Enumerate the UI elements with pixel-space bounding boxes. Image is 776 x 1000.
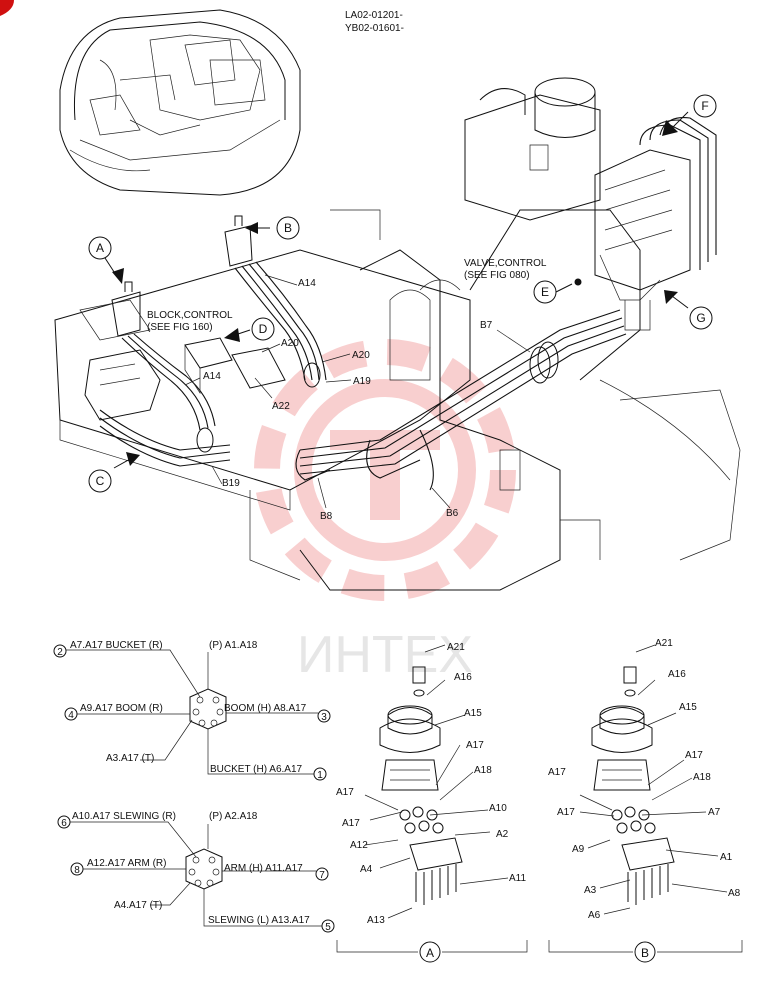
exploded-view-a [364, 644, 509, 919]
port1-bucket-h: BUCKET (H) A6.A17 [210, 764, 303, 775]
exploded-b-a17-left: A17 [548, 767, 566, 778]
exploded-b-a1: A1 [720, 852, 733, 863]
svg-text:A14: A14 [203, 371, 221, 382]
port1-bucket-r: A7.A17 BUCKET (R) [70, 640, 163, 651]
main-part-labels: A14 A14 A20 A20 A19 A22 B7 B19 B8 B6 [184, 274, 531, 522]
exploded-b-a9: A9 [572, 844, 585, 855]
svg-text:6: 6 [61, 818, 67, 829]
exploded-a-a15: A15 [464, 708, 482, 719]
exploded-view-b [579, 644, 728, 915]
callout-C: C [88, 469, 112, 493]
port1-boom-h: BOOM (H) A8.A17 [224, 703, 307, 714]
exploded-a-a17-top: A17 [466, 740, 484, 751]
svg-text:4: 4 [68, 710, 74, 721]
svg-text:5: 5 [325, 922, 331, 933]
exploded-a-a17-mid: A17 [342, 818, 360, 829]
exploded-b-a16: A16 [668, 669, 686, 680]
svg-text:B6: B6 [446, 508, 459, 519]
port2-number-8: 8 [70, 862, 84, 876]
exploded-b-a7: A7 [708, 807, 721, 818]
callout-D: D [251, 317, 275, 341]
watermark-text: ИНТЕХ [297, 626, 473, 684]
svg-text:B: B [641, 946, 649, 960]
svg-text:B8: B8 [320, 511, 333, 522]
corner-mark [0, 0, 14, 16]
exploded-b-a17-right: A17 [685, 750, 703, 761]
exploded-a-a17-left: A17 [336, 787, 354, 798]
svg-text:A20: A20 [281, 338, 299, 349]
svg-text:2: 2 [57, 647, 63, 658]
svg-text:A14: A14 [298, 278, 316, 289]
svg-text:B7: B7 [480, 320, 493, 331]
exploded-a-a16: A16 [454, 672, 472, 683]
svg-text:C: C [96, 474, 105, 488]
exploded-a-a11: A11 [509, 873, 526, 884]
svg-text:7: 7 [319, 870, 325, 881]
port1-number-4: 4 [64, 707, 78, 721]
exploded-a-a13: A13 [367, 915, 385, 926]
exploded-b-a15: A15 [679, 702, 697, 713]
note-block-control-ref: (SEE FIG 160) [147, 322, 213, 333]
svg-text:A22: A22 [272, 401, 290, 412]
port2-number-6: 6 [57, 815, 71, 829]
port2-slewing-l: SLEWING (L) A13.A17 [208, 915, 310, 926]
callout-B: B [276, 216, 300, 240]
svg-text:3: 3 [321, 712, 327, 723]
port1-tank: A3.A17 (T) [106, 753, 154, 764]
exploded-a-caption: A [336, 940, 528, 963]
port2-number-5: 5 [321, 919, 335, 933]
port1-boom-r: A9.A17 BOOM (R) [80, 703, 163, 714]
svg-text:8: 8 [74, 865, 80, 876]
callout-F: F [693, 94, 717, 118]
callout-E: E [533, 280, 557, 304]
port-diagram-1 [66, 649, 318, 775]
excavator-overview-illustration [59, 9, 301, 196]
exploded-a-a2: A2 [496, 829, 509, 840]
port1-number-2: 2 [53, 644, 67, 658]
port-diagram-2 [70, 821, 322, 927]
exploded-a-a12: A12 [350, 840, 368, 851]
svg-text:B: B [284, 221, 292, 235]
port2-pressure: (P) A2.A18 [209, 811, 258, 822]
svg-text:E: E [541, 285, 549, 299]
svg-text:A: A [426, 946, 434, 960]
exploded-a-a21: A21 [447, 642, 465, 653]
svg-text:G: G [696, 311, 705, 325]
svg-text:D: D [259, 322, 268, 336]
callout-arrows [104, 111, 689, 469]
exploded-a-a18: A18 [474, 765, 492, 776]
exploded-b-a3: A3 [584, 885, 597, 896]
note-valve-control: VALVE,CONTROL [464, 258, 547, 269]
exploded-b-a6: A6 [588, 910, 601, 921]
exploded-b-caption: B [548, 940, 743, 963]
port1-number-3: 3 [317, 709, 331, 723]
callout-G: G [689, 306, 713, 330]
svg-text:B19: B19 [222, 478, 240, 489]
port1-pressure: (P) A1.A18 [209, 640, 258, 651]
svg-text:1: 1 [317, 770, 323, 781]
note-block-control: BLOCK,CONTROL [147, 310, 233, 321]
svg-text:A19: A19 [353, 376, 371, 387]
exploded-a-a10: A10 [489, 803, 507, 814]
port2-arm-r: A12.A17 ARM (R) [87, 858, 166, 869]
port2-slewing-r: A10.A17 SLEWING (R) [72, 811, 176, 822]
svg-text:A20: A20 [352, 350, 370, 361]
svg-text:A: A [96, 241, 104, 255]
serial-range-1: LA02-01201- [345, 10, 403, 21]
exploded-b-a8: A8 [728, 888, 741, 899]
callout-A: A [88, 236, 112, 260]
watermark-gear-logo [254, 339, 516, 601]
exploded-b-a18: A18 [693, 772, 711, 783]
port2-tank: A4.A17 (T) [114, 900, 162, 911]
exploded-b-a17-mid: A17 [557, 807, 575, 818]
serial-range-2: YB02-01601- [345, 23, 404, 34]
port2-arm-h: ARM (H) A11.A17 [224, 863, 303, 874]
exploded-b-a21: A21 [655, 638, 673, 649]
note-valve-control-ref: (SEE FIG 080) [464, 270, 530, 281]
port1-number-1: 1 [313, 767, 327, 781]
svg-text:F: F [701, 99, 708, 113]
port2-number-7: 7 [315, 867, 329, 881]
exploded-a-a4: A4 [360, 864, 373, 875]
